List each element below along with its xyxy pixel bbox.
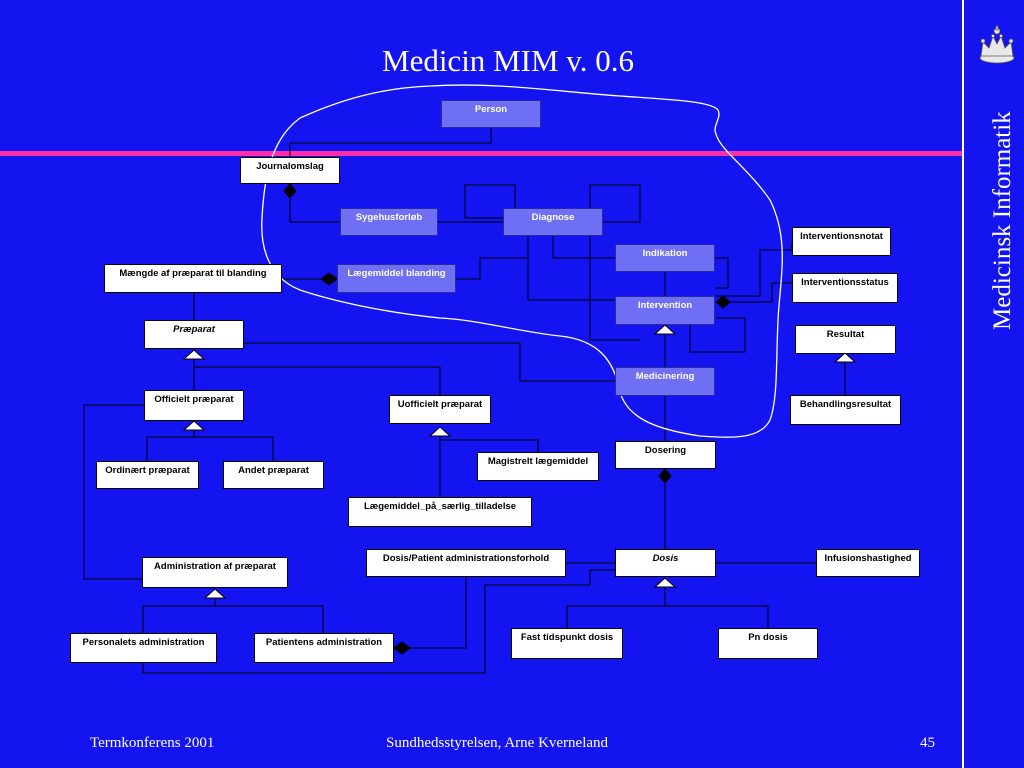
class-magistrelt-laegemiddel[interactable]: Magistrelt lægemiddel: [477, 452, 599, 481]
highlight-bar: [0, 151, 964, 156]
gen-arrow-praeparat: [182, 349, 206, 360]
class-ordinaert-praeparat[interactable]: Ordinært præparat: [96, 461, 199, 489]
class-person[interactable]: Person: [441, 100, 541, 128]
class-officielt-praeparat[interactable]: Officielt præparat: [144, 390, 244, 421]
line-diagnose-self-right: [589, 184, 641, 223]
class-indikation[interactable]: Indikation: [615, 244, 715, 272]
class-intervention[interactable]: Intervention: [615, 296, 715, 325]
line-diagnose-intervention: [527, 236, 615, 301]
class-pn-dosis[interactable]: Pn dosis: [718, 628, 818, 659]
class-laegemiddel-blanding[interactable]: Lægemiddel blanding: [337, 264, 456, 293]
composition-diamonds: [283, 183, 731, 655]
class-diagnose[interactable]: Diagnose: [503, 208, 603, 236]
gen-arrow-uofficielt: [428, 426, 452, 437]
footer-center: Sundhedsstyrelsen, Arne Kverneland: [386, 735, 609, 751]
line-diagnose-medicinering: [589, 236, 640, 341]
class-sygehusforlob[interactable]: Sygehusforløb: [340, 208, 438, 236]
line-personalets-dosis: [142, 569, 615, 674]
class-infusionshastighed[interactable]: Infusionshastighed: [816, 549, 920, 577]
class-personalets-administration[interactable]: Personalets administration: [70, 633, 217, 663]
line-officielt-administration: [83, 404, 144, 580]
footer-page-number: 45: [920, 735, 935, 751]
footer-left: Termkonferens 2001: [90, 735, 215, 751]
gen-arrow-dosis: [653, 577, 677, 588]
line-praeparat-uofficielt: [194, 366, 441, 395]
crown-icon: [979, 25, 1015, 64]
line-uofficielt-magistrelt: [440, 439, 539, 452]
freehand-outline: [261, 84, 783, 438]
gen-arrow-administration: [203, 588, 227, 599]
comp-diamond-patientens: [393, 641, 411, 655]
comp-diamond-journalomslag: [283, 183, 297, 199]
class-maengde-af-praeparat[interactable]: Mængde af præparat til blanding: [104, 264, 282, 293]
class-journalomslag[interactable]: Journalomslag: [240, 157, 340, 184]
slide-title: Medicin MIM v. 0.6: [382, 43, 634, 78]
line-intervention-interventionsstatus: [730, 282, 792, 303]
side-divider-line: [962, 0, 964, 768]
class-andet-praeparat[interactable]: Andet præparat: [223, 461, 324, 489]
class-praeparat[interactable]: Præparat: [144, 320, 244, 349]
class-interventionsnotat[interactable]: Interventionsnotat: [792, 227, 891, 256]
line-officielt-subtypes: [146, 436, 274, 461]
comp-diamond-intervention: [715, 295, 731, 309]
generalization-arrows: [182, 324, 857, 599]
class-resultat[interactable]: Resultat: [795, 325, 896, 354]
class-laegemiddel-tilladelse[interactable]: Lægemiddel_på_særlig_tilladelse: [348, 497, 532, 527]
class-patientens-administration[interactable]: Patientens administration: [254, 633, 394, 663]
uml-diagram: [83, 84, 857, 674]
line-diagnose-self-left: [464, 184, 516, 219]
gen-arrow-officielt: [182, 420, 206, 431]
class-dosis-patient-forhold[interactable]: Dosis/Patient administrationsforhold: [366, 549, 566, 577]
class-behandlingsresultat[interactable]: Behandlingsresultat: [790, 395, 901, 425]
class-dosering[interactable]: Dosering: [615, 441, 716, 469]
line-patientens-dosisforhold: [410, 577, 467, 649]
line-person-journalomslag: [289, 128, 492, 157]
class-dosis[interactable]: Dosis: [615, 549, 716, 577]
comp-diamond-blanding: [320, 272, 338, 286]
line-diagnose-indikation: [552, 236, 615, 259]
line-praeparat-medicinering: [243, 342, 615, 382]
connector-lines: [83, 128, 846, 674]
class-uofficielt-praeparat[interactable]: Uofficielt præparat: [389, 395, 491, 424]
line-dosis-subtypes: [566, 605, 769, 628]
gen-arrow-resultat: [833, 352, 857, 363]
comp-diamond-dosering: [658, 468, 672, 484]
class-administration-af-praeparat[interactable]: Administration af præparat: [142, 557, 288, 588]
class-fast-tidspunkt-dosis[interactable]: Fast tidspunkt dosis: [511, 628, 623, 659]
line-blanding-diagnose: [456, 257, 528, 280]
line-indikation-self: [715, 257, 729, 289]
gen-arrow-intervention: [653, 324, 677, 335]
line-administration-subtypes: [142, 605, 324, 633]
class-interventionsstatus[interactable]: Interventionsstatus: [792, 273, 898, 303]
side-label: Medicinsk Informatik: [989, 111, 1016, 330]
line-journalomslag-sygehusforlob: [289, 198, 340, 223]
line-intervention-self: [689, 317, 746, 353]
class-medicinering[interactable]: Medicinering: [615, 367, 715, 396]
